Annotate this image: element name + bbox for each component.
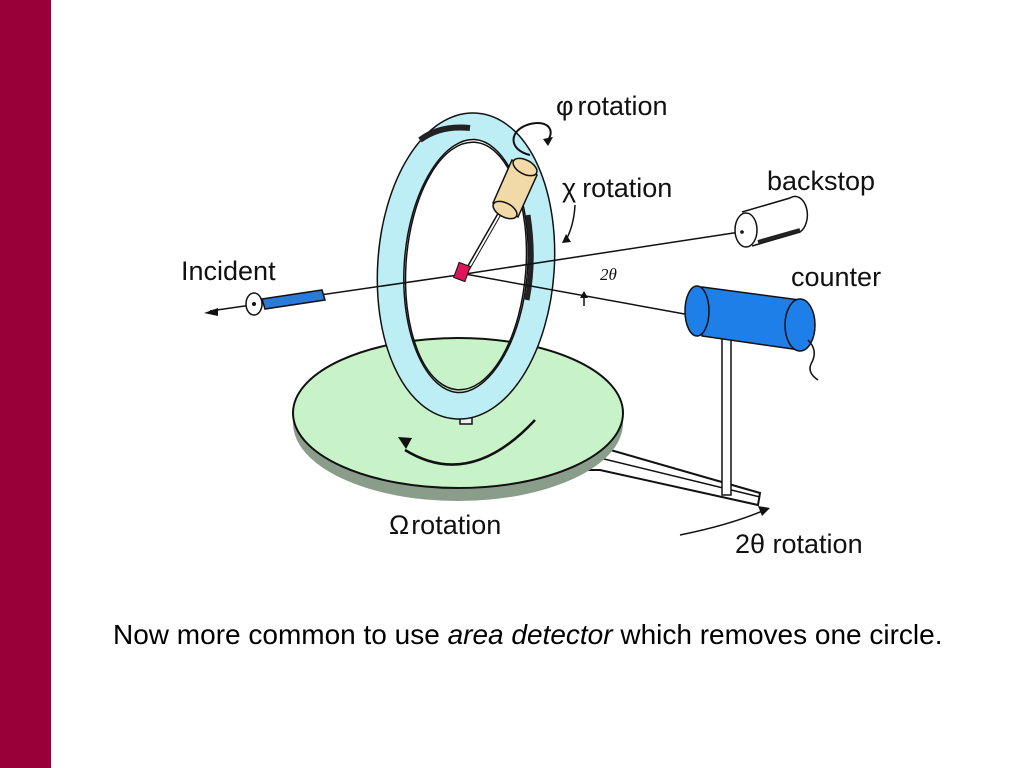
incident-label: Incident (181, 256, 276, 286)
caption-text: Now more common to use area detector whi… (113, 619, 943, 650)
backstop-label: backstop (767, 166, 875, 196)
two-theta-rotation-label: 2θ rotation (735, 529, 863, 559)
backstop (734, 195, 809, 248)
two-theta-angle-arrow (580, 291, 588, 306)
direct-beam-line (464, 231, 741, 275)
counter-label: counter (791, 262, 881, 292)
omega-arrow-icon (398, 437, 412, 449)
chi-ring (376, 112, 556, 420)
sidebar-accent-bar (0, 0, 51, 768)
phi-arrow-icon (512, 122, 553, 156)
diffracted-beam-line (464, 273, 691, 316)
goniometer-head (464, 157, 538, 273)
collimator (204, 289, 326, 316)
caption-emphasis: area detector (447, 619, 613, 650)
crystal (452, 261, 472, 283)
two-theta-rotation-arrow-icon (679, 506, 770, 536)
chi-arrow-icon (562, 204, 576, 243)
counter-detector (684, 285, 819, 496)
two-theta-angle-label: 2θ (600, 265, 617, 284)
omega-rotation-label: Ωrotation (389, 510, 501, 540)
